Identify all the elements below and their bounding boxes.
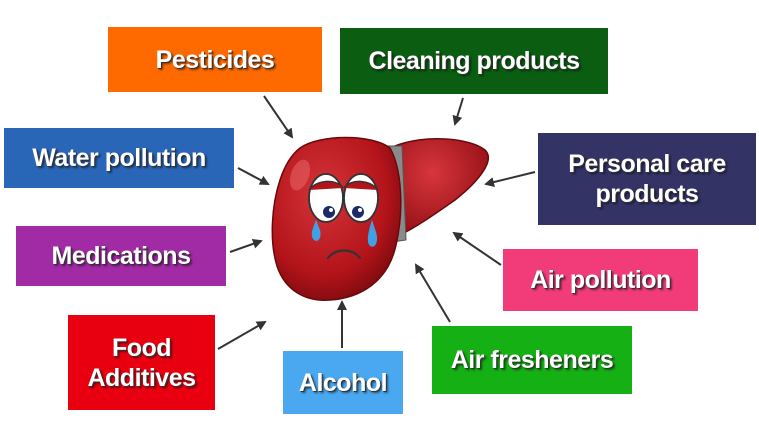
- food-additives-label: Food Additives: [87, 333, 196, 392]
- arrow-icon: [452, 97, 464, 126]
- pesticides-box: Pesticides: [108, 27, 322, 92]
- alcohol-box: Alcohol: [283, 351, 403, 414]
- cleaning-products-box: Cleaning products: [340, 28, 608, 94]
- medications-label: Medications: [51, 242, 191, 270]
- cleaning-products-label: Cleaning products: [368, 47, 580, 75]
- arrow-icon: [414, 263, 451, 323]
- arrow-icon: [237, 167, 270, 185]
- air-pollution-label: Air pollution: [530, 266, 671, 294]
- arrow-icon: [217, 321, 267, 350]
- air-pollution-box: Air pollution: [503, 249, 698, 311]
- medications-box: Medications: [16, 226, 226, 286]
- arrow-icon: [484, 171, 536, 187]
- air-fresheners-box: Air fresheners: [432, 326, 632, 394]
- personal-care-products-label: Personal care products: [568, 150, 726, 208]
- personal-care-products-box: Personal care products: [538, 133, 756, 225]
- pesticides-label: Pesticides: [155, 45, 275, 74]
- food-additives-box: Food Additives: [68, 315, 215, 410]
- arrows: [217, 95, 536, 350]
- water-pollution-box: Water pollution: [4, 128, 234, 188]
- arrow-icon: [452, 231, 502, 266]
- arrow-icon: [263, 95, 294, 139]
- alcohol-label: Alcohol: [298, 368, 388, 397]
- air-fresheners-label: Air fresheners: [450, 346, 614, 374]
- arrow-icon: [229, 238, 263, 253]
- sad-liver-icon: [271, 136, 490, 301]
- water-pollution-label: Water pollution: [32, 144, 206, 172]
